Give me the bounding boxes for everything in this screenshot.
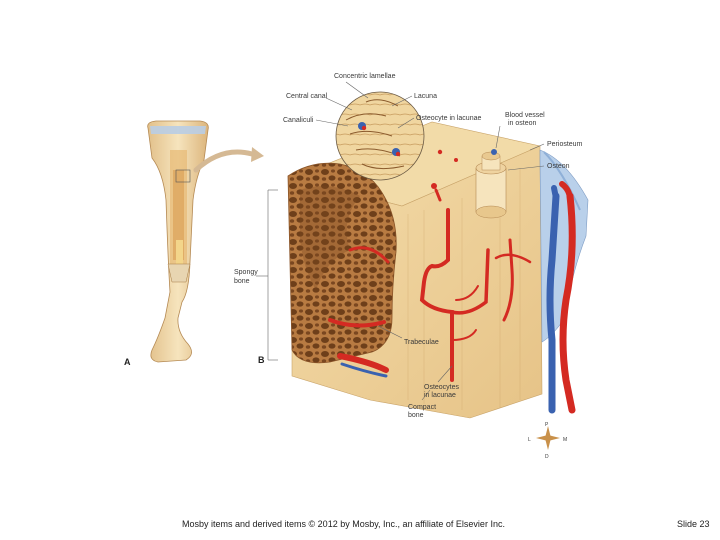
label-spongy-bone-line2: bone bbox=[234, 278, 250, 285]
label-compact-bone-line1: Compact bbox=[408, 404, 436, 411]
label-osteocytes-line2: in lacunae bbox=[424, 392, 456, 399]
zoom-arrow-head bbox=[251, 147, 264, 162]
magnified-osteon bbox=[335, 91, 425, 181]
blood-vessels bbox=[328, 181, 576, 414]
label-blood-vessel-line1: Blood vessel bbox=[505, 112, 545, 119]
label-trabeculae: Trabeculae bbox=[404, 339, 439, 346]
long-bone bbox=[147, 120, 209, 363]
compass-rose bbox=[536, 426, 560, 450]
label-periosteum: Periosteum bbox=[547, 141, 583, 148]
label-lacuna: Lacuna bbox=[414, 93, 437, 100]
leader-lines bbox=[256, 81, 545, 401]
label-osteocyte-in-lacunae: Osteocyte in lacunae bbox=[416, 115, 481, 122]
compass-left: L bbox=[528, 437, 531, 443]
panel-label-a: A bbox=[124, 357, 131, 367]
compass-bottom: D bbox=[545, 454, 549, 460]
copyright-notice: Mosby items and derived items © 2012 by … bbox=[182, 519, 505, 529]
bone-block bbox=[287, 91, 589, 450]
label-canaliculi: Canaliculi bbox=[283, 117, 314, 124]
label-concentric-lamellae: Concentric lamellae bbox=[334, 73, 396, 80]
slide-number: Slide 23 bbox=[677, 519, 710, 529]
compass-top: P bbox=[545, 422, 549, 428]
label-blood-vessel-line2: in osteon bbox=[508, 120, 537, 127]
label-compact-bone-line2: bone bbox=[408, 412, 424, 419]
panel-label-b: B bbox=[258, 355, 265, 365]
label-central-canal: Central canal bbox=[286, 93, 328, 100]
zoom-arrow bbox=[193, 149, 255, 173]
label-osteocytes-line1: Osteocytes bbox=[424, 384, 460, 391]
label-osteon: Osteon bbox=[547, 163, 570, 170]
labels: Concentric lamellae Central canal Lacuna… bbox=[124, 73, 583, 460]
label-spongy-bone-line1: Spongy bbox=[234, 269, 258, 276]
osteon-cylinder bbox=[475, 151, 507, 219]
compass-right: M bbox=[563, 437, 567, 443]
